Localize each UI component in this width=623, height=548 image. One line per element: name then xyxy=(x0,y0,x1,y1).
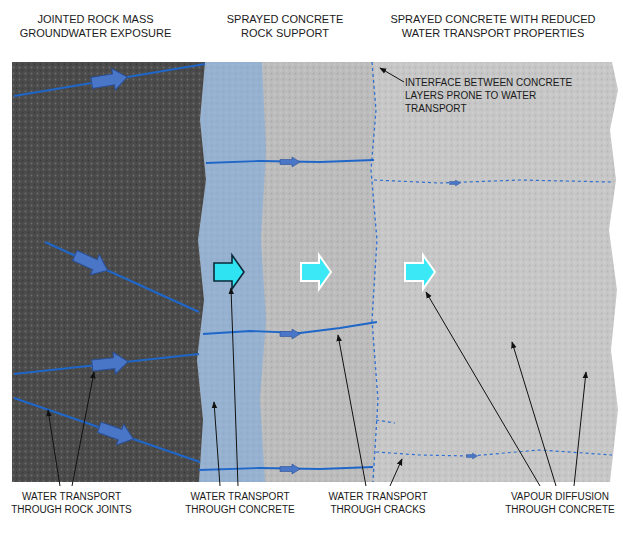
leader-line xyxy=(48,410,60,486)
vapour-arrow xyxy=(301,255,331,289)
interface-flow-arrow xyxy=(467,453,478,459)
callout-label: WATER TRANSPORT THROUGH CONCRETE xyxy=(180,490,300,516)
interface-water-path xyxy=(376,420,395,423)
callout-label: WATER TRANSPORT THROUGH ROCK JOINTS xyxy=(4,490,139,516)
leader-line xyxy=(390,459,402,486)
crack-flow-arrow xyxy=(280,464,300,474)
jointed-rock-mass xyxy=(12,62,206,482)
crack-flow-arrow xyxy=(280,329,300,339)
leader-line xyxy=(426,292,540,486)
leader-line xyxy=(512,342,556,486)
callout-label: VAPOUR DIFFUSION THROUGH CONCRETE xyxy=(500,490,620,516)
water-flow-arrow xyxy=(70,246,112,281)
rock-joint xyxy=(14,398,200,462)
crack-flow-arrow xyxy=(280,157,300,167)
callout-label: INTERFACE BETWEEN CONCRETE LAYERS PRONE … xyxy=(405,76,573,115)
water-flow-arrow xyxy=(91,351,129,377)
interface-water-path xyxy=(376,450,612,456)
vapour-arrow xyxy=(405,255,435,289)
water-flow-arrow xyxy=(90,66,129,94)
sprayed-concrete-layer-1 xyxy=(190,62,378,482)
layer-interface-line xyxy=(371,62,378,482)
vapour-arrow xyxy=(214,255,244,289)
column-heading: SPRAYED CONCRETE WITH REDUCED WATER TRAN… xyxy=(373,12,613,40)
callout-label: WATER TRANSPORT THROUGH CRACKS xyxy=(318,490,438,516)
leader-line xyxy=(214,402,220,486)
leader-line xyxy=(380,68,404,82)
column-heading: JOINTED ROCK MASS GROUNDWATER EXPOSURE xyxy=(8,12,183,40)
leader-line xyxy=(231,288,238,486)
leader-line xyxy=(574,372,586,486)
interface-flow-arrow xyxy=(450,180,461,186)
rock-joint xyxy=(45,242,199,312)
column-heading: SPRAYED CONCRETE ROCK SUPPORT xyxy=(215,12,355,40)
leader-line xyxy=(338,335,366,486)
wet-concrete-zone xyxy=(197,62,266,482)
rock-joint xyxy=(14,64,205,96)
leader-lines xyxy=(48,68,586,486)
sprayed-concrete-layer-2 xyxy=(190,62,618,482)
water-flow-arrow xyxy=(96,417,137,450)
leader-line xyxy=(72,372,94,486)
interface-water-path xyxy=(374,180,611,183)
